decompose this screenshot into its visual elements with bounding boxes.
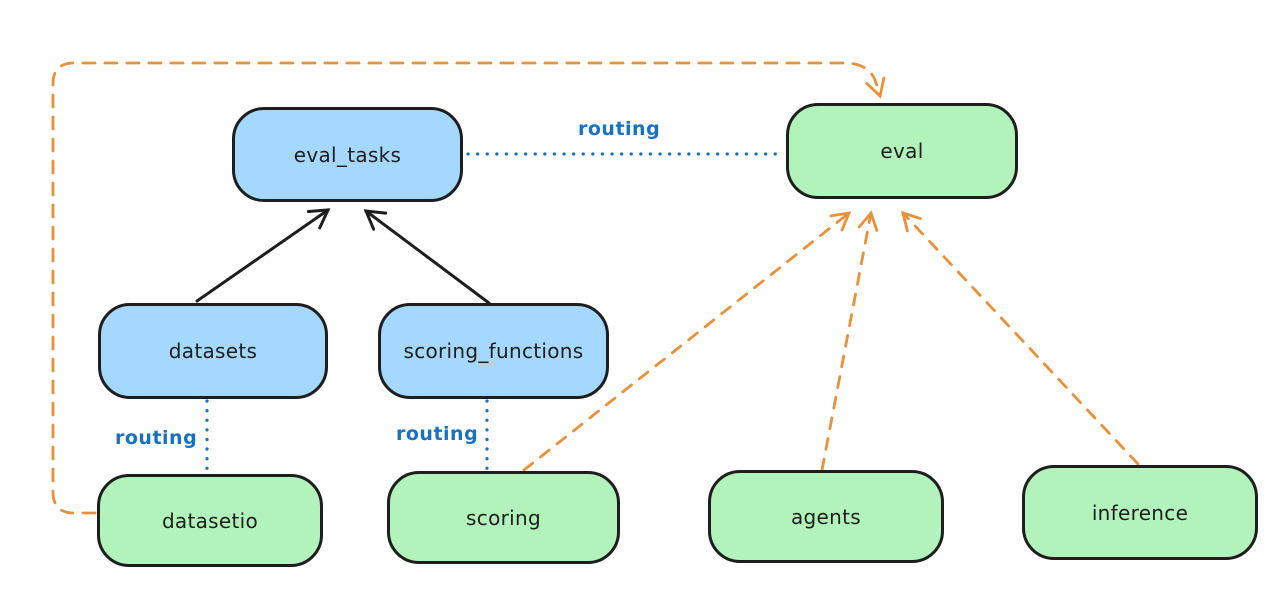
edge-agents-to-eval xyxy=(820,210,879,472)
edge-label-routing-eval-tasks-eval: routing xyxy=(578,118,661,140)
edge-label-routing-datasets-datasetio: routing xyxy=(115,427,198,449)
node-eval-tasks: eval_tasks xyxy=(232,107,463,202)
edge-scoring-to-eval xyxy=(522,211,852,472)
node-datasetio-label: datasetio xyxy=(161,508,259,533)
node-agents-label: agents xyxy=(791,504,861,529)
node-scoring: scoring xyxy=(387,471,620,564)
node-eval: eval xyxy=(786,103,1018,199)
node-datasets: datasets xyxy=(98,303,328,399)
node-datasets-label: datasets xyxy=(168,339,258,363)
node-scoring-functions-label: scoring_functions xyxy=(403,339,584,363)
node-inference: inference xyxy=(1022,465,1258,560)
edge-scoring-functions-to-eval-tasks xyxy=(363,209,491,305)
node-agents: agents xyxy=(708,470,944,563)
edge-datasets-to-eval-tasks xyxy=(195,208,331,303)
node-eval-tasks-label: eval_tasks xyxy=(293,142,402,167)
edge-inference-to-eval xyxy=(901,210,1140,466)
edge-label-routing-scoring-functions-scoring: routing xyxy=(396,423,479,445)
node-scoring-functions: scoring_functions xyxy=(378,303,609,399)
node-scoring-label: scoring xyxy=(466,505,541,530)
node-eval-label: eval xyxy=(880,139,924,163)
node-inference-label: inference xyxy=(1091,500,1189,525)
node-datasetio: datasetio xyxy=(97,474,323,567)
